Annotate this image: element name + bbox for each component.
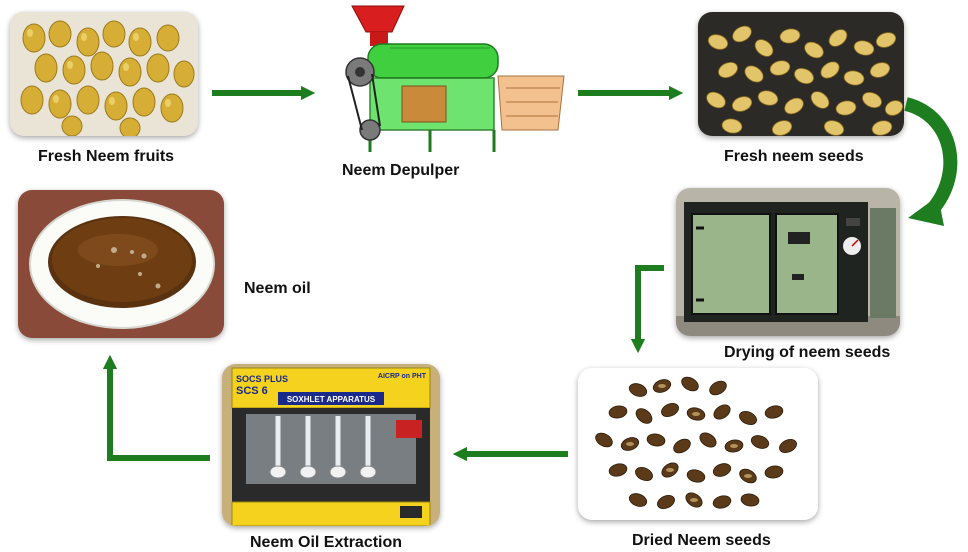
dryer-image [676,188,900,336]
soxhlet-tag-text: AICRP on PHT [378,373,427,380]
soxhlet-apparatus-photo: SOCS PLUS SCS 6 SOXHLET APPARATUS AICRP … [222,364,440,526]
neem-depulper-illustration [330,2,568,160]
neem-oil-extraction-label: Neem Oil Extraction [250,534,403,551]
fresh-neem-seeds-label: Fresh neem seeds [724,148,864,165]
neem-oil-image [18,190,224,338]
fresh-fruits-image [10,12,198,136]
neem-oil-label: Neem oil [244,280,311,297]
soxhlet-brand-text: SOCS PLUS [236,374,288,384]
arrow-drying-to-dried-seeds [630,265,664,354]
drying-of-neem-seeds-label: Drying of neem seeds [724,344,891,361]
drying-cabinet-photo [676,188,900,336]
fresh-neem-fruits-label: Fresh Neem fruits [38,148,175,165]
soxhlet-model-text: SCS 6 [236,385,268,397]
dried-seeds-image [578,368,818,520]
depulper-image [345,5,565,152]
fresh-neem-fruits-photo [10,12,198,136]
fresh-neem-seeds-photo [698,12,904,136]
arrow-extraction-to-oil [102,354,210,461]
soxhlet-image: SOCS PLUS SCS 6 SOXHLET APPARATUS AICRP … [222,364,440,526]
fresh-seeds-image [698,12,904,136]
soxhlet-name-text: SOXHLET APPARATUS [287,395,376,404]
dried-neem-seeds-label: Dried Neem seeds [632,532,771,549]
neem-oil-bowl-photo [18,190,224,338]
arrow-seeds-to-drying-curve [903,97,958,226]
dried-neem-seeds-photo [578,368,818,520]
neem-depulper-label: Neem Depulper [342,162,460,179]
